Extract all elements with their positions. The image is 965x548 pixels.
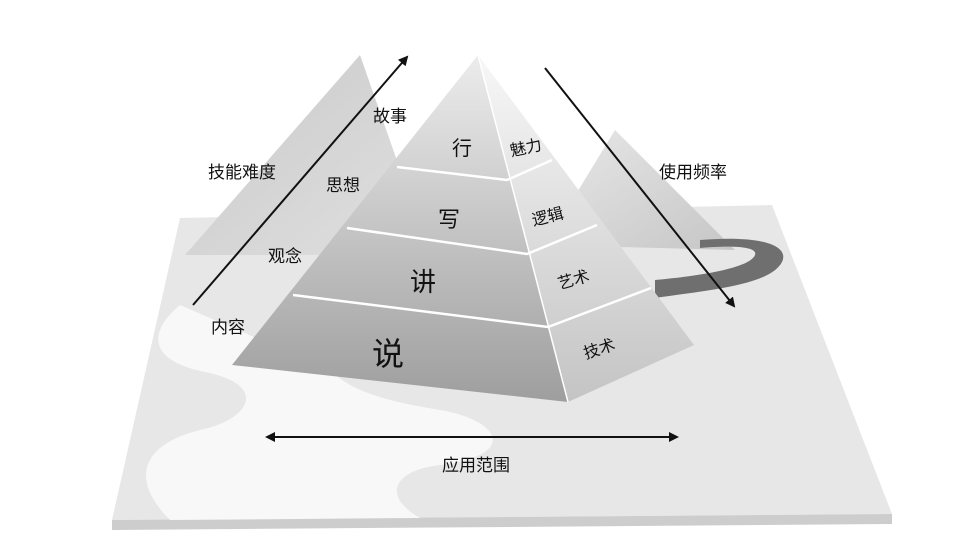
level-label-xing: 行 [452, 136, 472, 160]
level-label-shuo: 说 [372, 335, 404, 373]
skill-difficulty-label: 技能难度 [208, 163, 276, 183]
left-level-sixiang: 思想 [326, 176, 360, 196]
usage-frequency-label: 使用频率 [659, 162, 727, 183]
winding-path [146, 305, 493, 520]
pyramid-front [232, 55, 568, 402]
application-scope-label: 应用范围 [442, 456, 510, 476]
dark-curve [655, 238, 784, 298]
level-label-jiang: 讲 [410, 268, 436, 298]
level-label-xie: 写 [438, 208, 460, 233]
left-level-guannian: 观念 [268, 246, 302, 267]
usage-frequency-arrow [544, 67, 736, 308]
left-level-neirong: 内容 [211, 318, 245, 338]
pyramid-edge [477, 54, 569, 403]
left-level-gushi: 故事 [373, 107, 407, 127]
skill-difficulty-arrow [192, 55, 409, 306]
